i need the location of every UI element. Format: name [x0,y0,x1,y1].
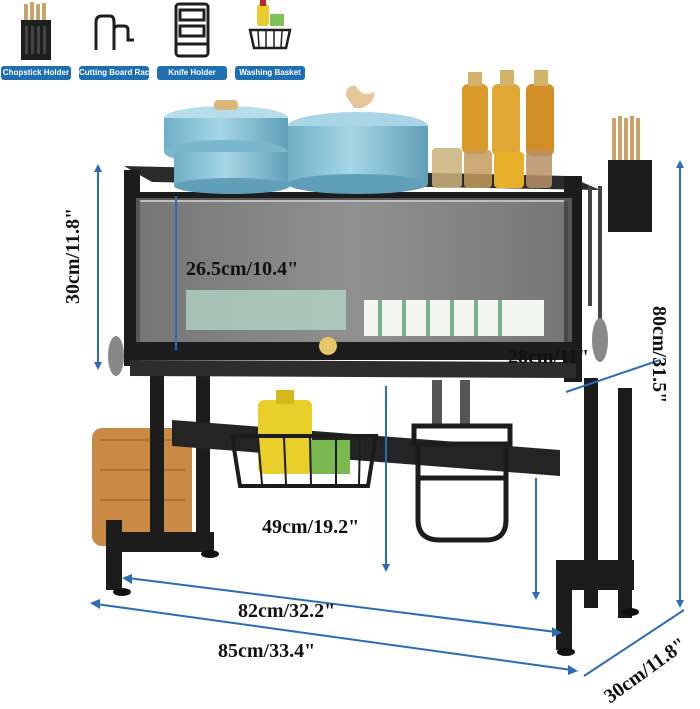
dimension-clearance-height: 49cm/19.2" [262,516,360,538]
knife-holder [411,380,513,543]
accessory-label: Washing Basket [235,66,305,80]
accessory-label: Chopstick Holder [1,66,71,80]
dimension-inner-depth: 28cm/11" [508,346,590,368]
accessory-strip: Chopstick Holder Cutting Board Rack Knif… [0,0,310,90]
accessory-cutting-board-rack: Cutting Board Rack [78,0,150,84]
dimension-upper-height: 30cm/11.8" [62,207,84,304]
condiments [432,70,554,188]
utensil-holder [108,116,652,376]
cookware [164,85,428,194]
accessory-label: Knife Holder [157,66,227,80]
accessory-label: Cutting Board Rack [79,66,149,80]
cutting-board-rack-icon [94,14,134,50]
dimension-total-height: 80cm/31.5" [648,306,670,404]
washing-basket-icon [248,0,292,50]
cutting-board [92,428,192,546]
dimension-inner-length: 82cm/32.2" [238,600,336,622]
dimension-total-length: 85cm/33.4" [218,640,316,662]
chopstick-holder-icon [21,2,51,60]
plates [186,290,544,336]
accessory-chopstick-holder: Chopstick Holder [0,0,72,84]
dimension-lines [90,160,685,677]
washing-basket [229,390,379,488]
accessory-washing-basket: Washing Basket [234,0,306,84]
dimension-inner-width: 26.5cm/10.4" [186,258,299,280]
accessory-knife-holder: Knife Holder [156,0,228,84]
knife-holder-icon [174,2,210,58]
